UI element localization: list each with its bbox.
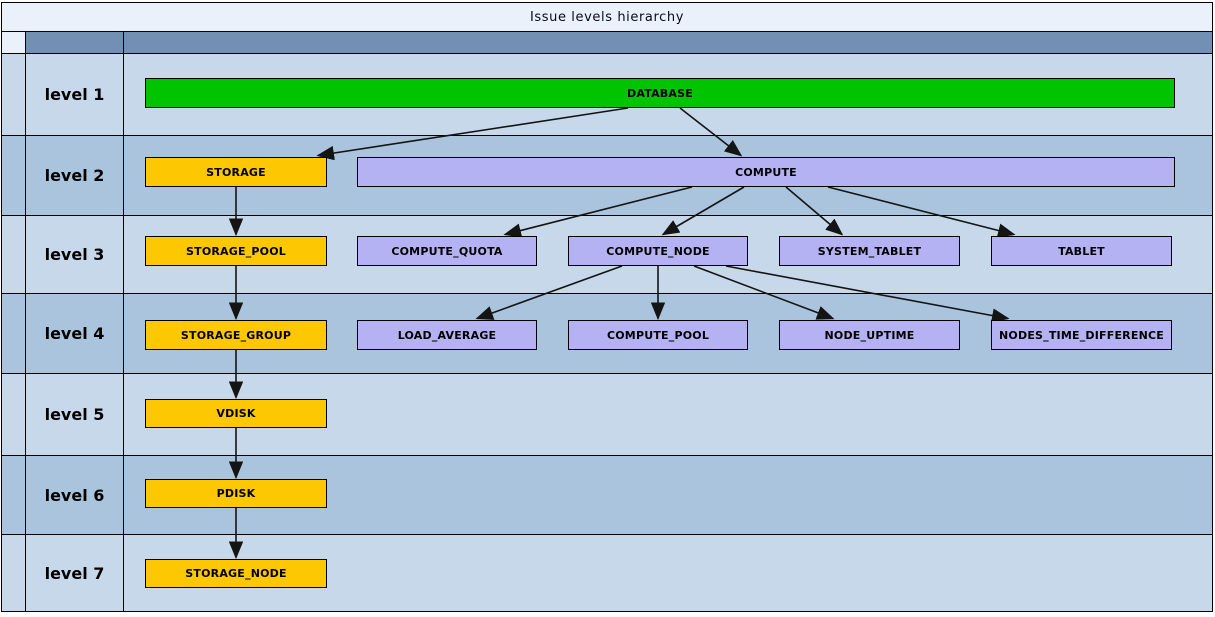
header-main-column-cell <box>123 31 1212 53</box>
header-corner-cell <box>1 31 25 53</box>
node-compute-pool: COMPUTE_POOL <box>568 320 748 350</box>
node-compute-quota: COMPUTE_QUOTA <box>357 236 537 266</box>
diagram-title: Issue levels hierarchy <box>1 2 1212 31</box>
level-label: level 6 <box>25 455 123 534</box>
node-database: DATABASE <box>145 78 1175 108</box>
row-narrow-cell <box>1 215 25 293</box>
node-storage-node: STORAGE_NODE <box>145 559 327 588</box>
node-load-average: LOAD_AVERAGE <box>357 320 537 350</box>
node-vdisk: VDISK <box>145 399 327 428</box>
row-narrow-cell <box>1 135 25 215</box>
row-narrow-cell <box>1 534 25 611</box>
level-label: level 4 <box>25 293 123 373</box>
node-nodes-time-difference: NODES_TIME_DIFFERENCE <box>991 320 1172 350</box>
level-label: level 2 <box>25 135 123 215</box>
node-tablet: TABLET <box>991 236 1172 266</box>
row-narrow-cell <box>1 293 25 373</box>
node-storage-group: STORAGE_GROUP <box>145 320 327 350</box>
node-compute: COMPUTE <box>357 157 1175 187</box>
level-label: level 3 <box>25 215 123 293</box>
row-narrow-cell <box>1 53 25 135</box>
level-label: level 7 <box>25 534 123 611</box>
row-narrow-cell <box>1 455 25 534</box>
header-level-column-cell <box>25 31 123 53</box>
node-compute-node: COMPUTE_NODE <box>568 236 748 266</box>
node-system-tablet: SYSTEM_TABLET <box>779 236 960 266</box>
level-label: level 1 <box>25 53 123 135</box>
level-label: level 5 <box>25 373 123 455</box>
node-node-uptime: NODE_UPTIME <box>779 320 960 350</box>
node-storage: STORAGE <box>145 157 327 187</box>
node-pdisk: PDISK <box>145 479 327 508</box>
node-storage-pool: STORAGE_POOL <box>145 236 327 266</box>
row-narrow-cell <box>1 373 25 455</box>
